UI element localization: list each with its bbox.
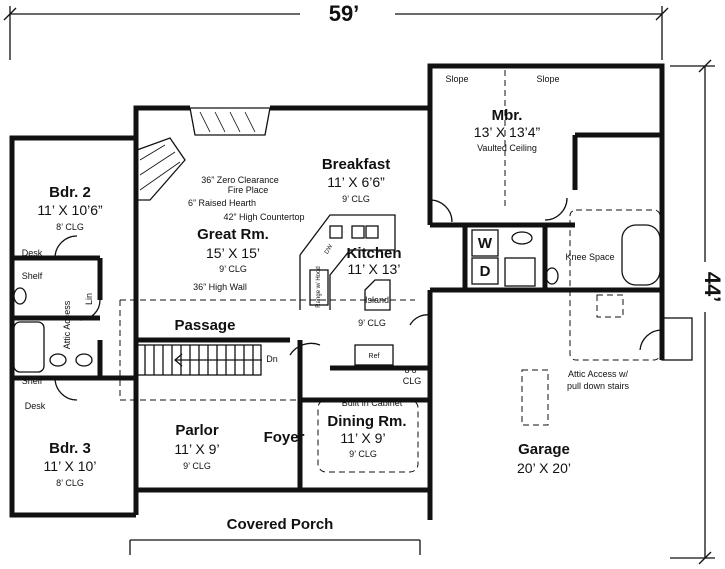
desk-top-label: Desk	[22, 248, 43, 258]
ceiling-86-label: 8’6”	[404, 365, 419, 375]
depth-dimension-line	[670, 59, 715, 565]
width-dimension-line	[3, 6, 669, 60]
range-hood-label: Range w/ Hood	[316, 266, 322, 307]
washer-box	[471, 229, 499, 257]
bdr3-name: Bdr. 3	[49, 440, 91, 457]
refrigerator-label: Ref	[369, 353, 380, 360]
bdr2-name: Bdr. 2	[49, 184, 91, 201]
parlor-name: Parlor	[175, 422, 219, 439]
fireplace	[136, 107, 271, 201]
fireplace-label-2: Fire Place	[228, 185, 269, 195]
washer-label: W	[478, 235, 493, 252]
bathroom-fixtures	[13, 224, 661, 373]
refrigerator-box	[354, 344, 394, 366]
dining-room-ceiling: 9’ CLG	[349, 449, 377, 459]
garage-size: 20’ X 20’	[517, 460, 571, 476]
master-size: 13’ X 13’4”	[474, 124, 541, 140]
dining-room-size: 11’ X 9’	[340, 430, 385, 446]
bdr3-ceiling: 8’ CLG	[56, 478, 84, 488]
garage-attic-label-2: pull down stairs	[567, 381, 630, 391]
passage-name: Passage	[175, 317, 236, 334]
island-label: Island	[365, 295, 389, 305]
parlor-size: 11’ X 9’	[174, 441, 219, 457]
shelf-bottom-label: Shelf	[22, 376, 43, 386]
foyer-name: Foyer	[264, 429, 305, 446]
attic-access-label: Attic Access	[62, 300, 72, 349]
great-room-name: Great Rm.	[197, 226, 269, 243]
great-room-size: 15’ X 15’	[206, 245, 260, 261]
hearth-label: 6” Raised Hearth	[188, 198, 256, 208]
countertop-label: 42” High Countertop	[223, 212, 304, 222]
porch-name: Covered Porch	[227, 516, 334, 533]
ceiling-86-clg: CLG	[403, 376, 422, 386]
knee-space-label: Knee Space	[565, 252, 614, 262]
high-wall-label: 36” High Wall	[193, 282, 247, 292]
width-dimension: 59’	[329, 1, 360, 26]
breakfast-ceiling: 9’ CLG	[342, 194, 370, 204]
breakfast-name: Breakfast	[322, 156, 390, 173]
bdr2-size: 11’ X 10’6”	[37, 202, 103, 218]
slope-left-label: Slope	[445, 74, 468, 84]
slope-right-label: Slope	[536, 74, 559, 84]
master-name: Mbr.	[492, 107, 523, 124]
dryer-box	[471, 257, 499, 285]
garage-name: Garage	[518, 441, 570, 458]
interior-walls	[12, 135, 578, 490]
bdr3-size: 11’ X 10’	[44, 458, 97, 474]
dryer-label: D	[480, 263, 491, 280]
great-room-ceiling: 9’ CLG	[219, 264, 247, 274]
fireplace-label: 36” Zero Clearance	[201, 175, 279, 185]
breakfast-size: 11’ X 6’6”	[327, 174, 385, 190]
bdr2-ceiling: 8’ CLG	[56, 222, 84, 232]
linen-closet-label: Lin	[84, 293, 94, 305]
kitchen-ceiling: 9’ CLG	[358, 318, 386, 328]
exterior-walls	[9, 63, 665, 520]
dashed-outlines	[119, 70, 661, 473]
kitchen-counters	[299, 214, 396, 311]
kitchen-size: 11’ X 13’	[348, 261, 401, 277]
shelf-top-label: Shelf	[22, 271, 43, 281]
doors	[54, 197, 693, 401]
stairs-down-label: Dn	[266, 354, 278, 364]
porch-railing	[129, 539, 421, 555]
garage-attic-label-1: Attic Access w/	[568, 369, 629, 379]
master-ceiling: Vaulted Ceiling	[477, 143, 537, 153]
parlor-ceiling: 9’ CLG	[183, 461, 211, 471]
depth-dimension: 44’	[700, 272, 725, 303]
dishwasher-label: DW	[324, 243, 334, 255]
built-in-cabinet-label: Built in Cabinet	[342, 398, 403, 408]
desk-bottom-label: Desk	[25, 401, 46, 411]
kitchen-name: Kitchen	[346, 245, 401, 262]
dining-room-name: Dining Rm.	[327, 413, 406, 430]
stairs	[135, 344, 262, 376]
